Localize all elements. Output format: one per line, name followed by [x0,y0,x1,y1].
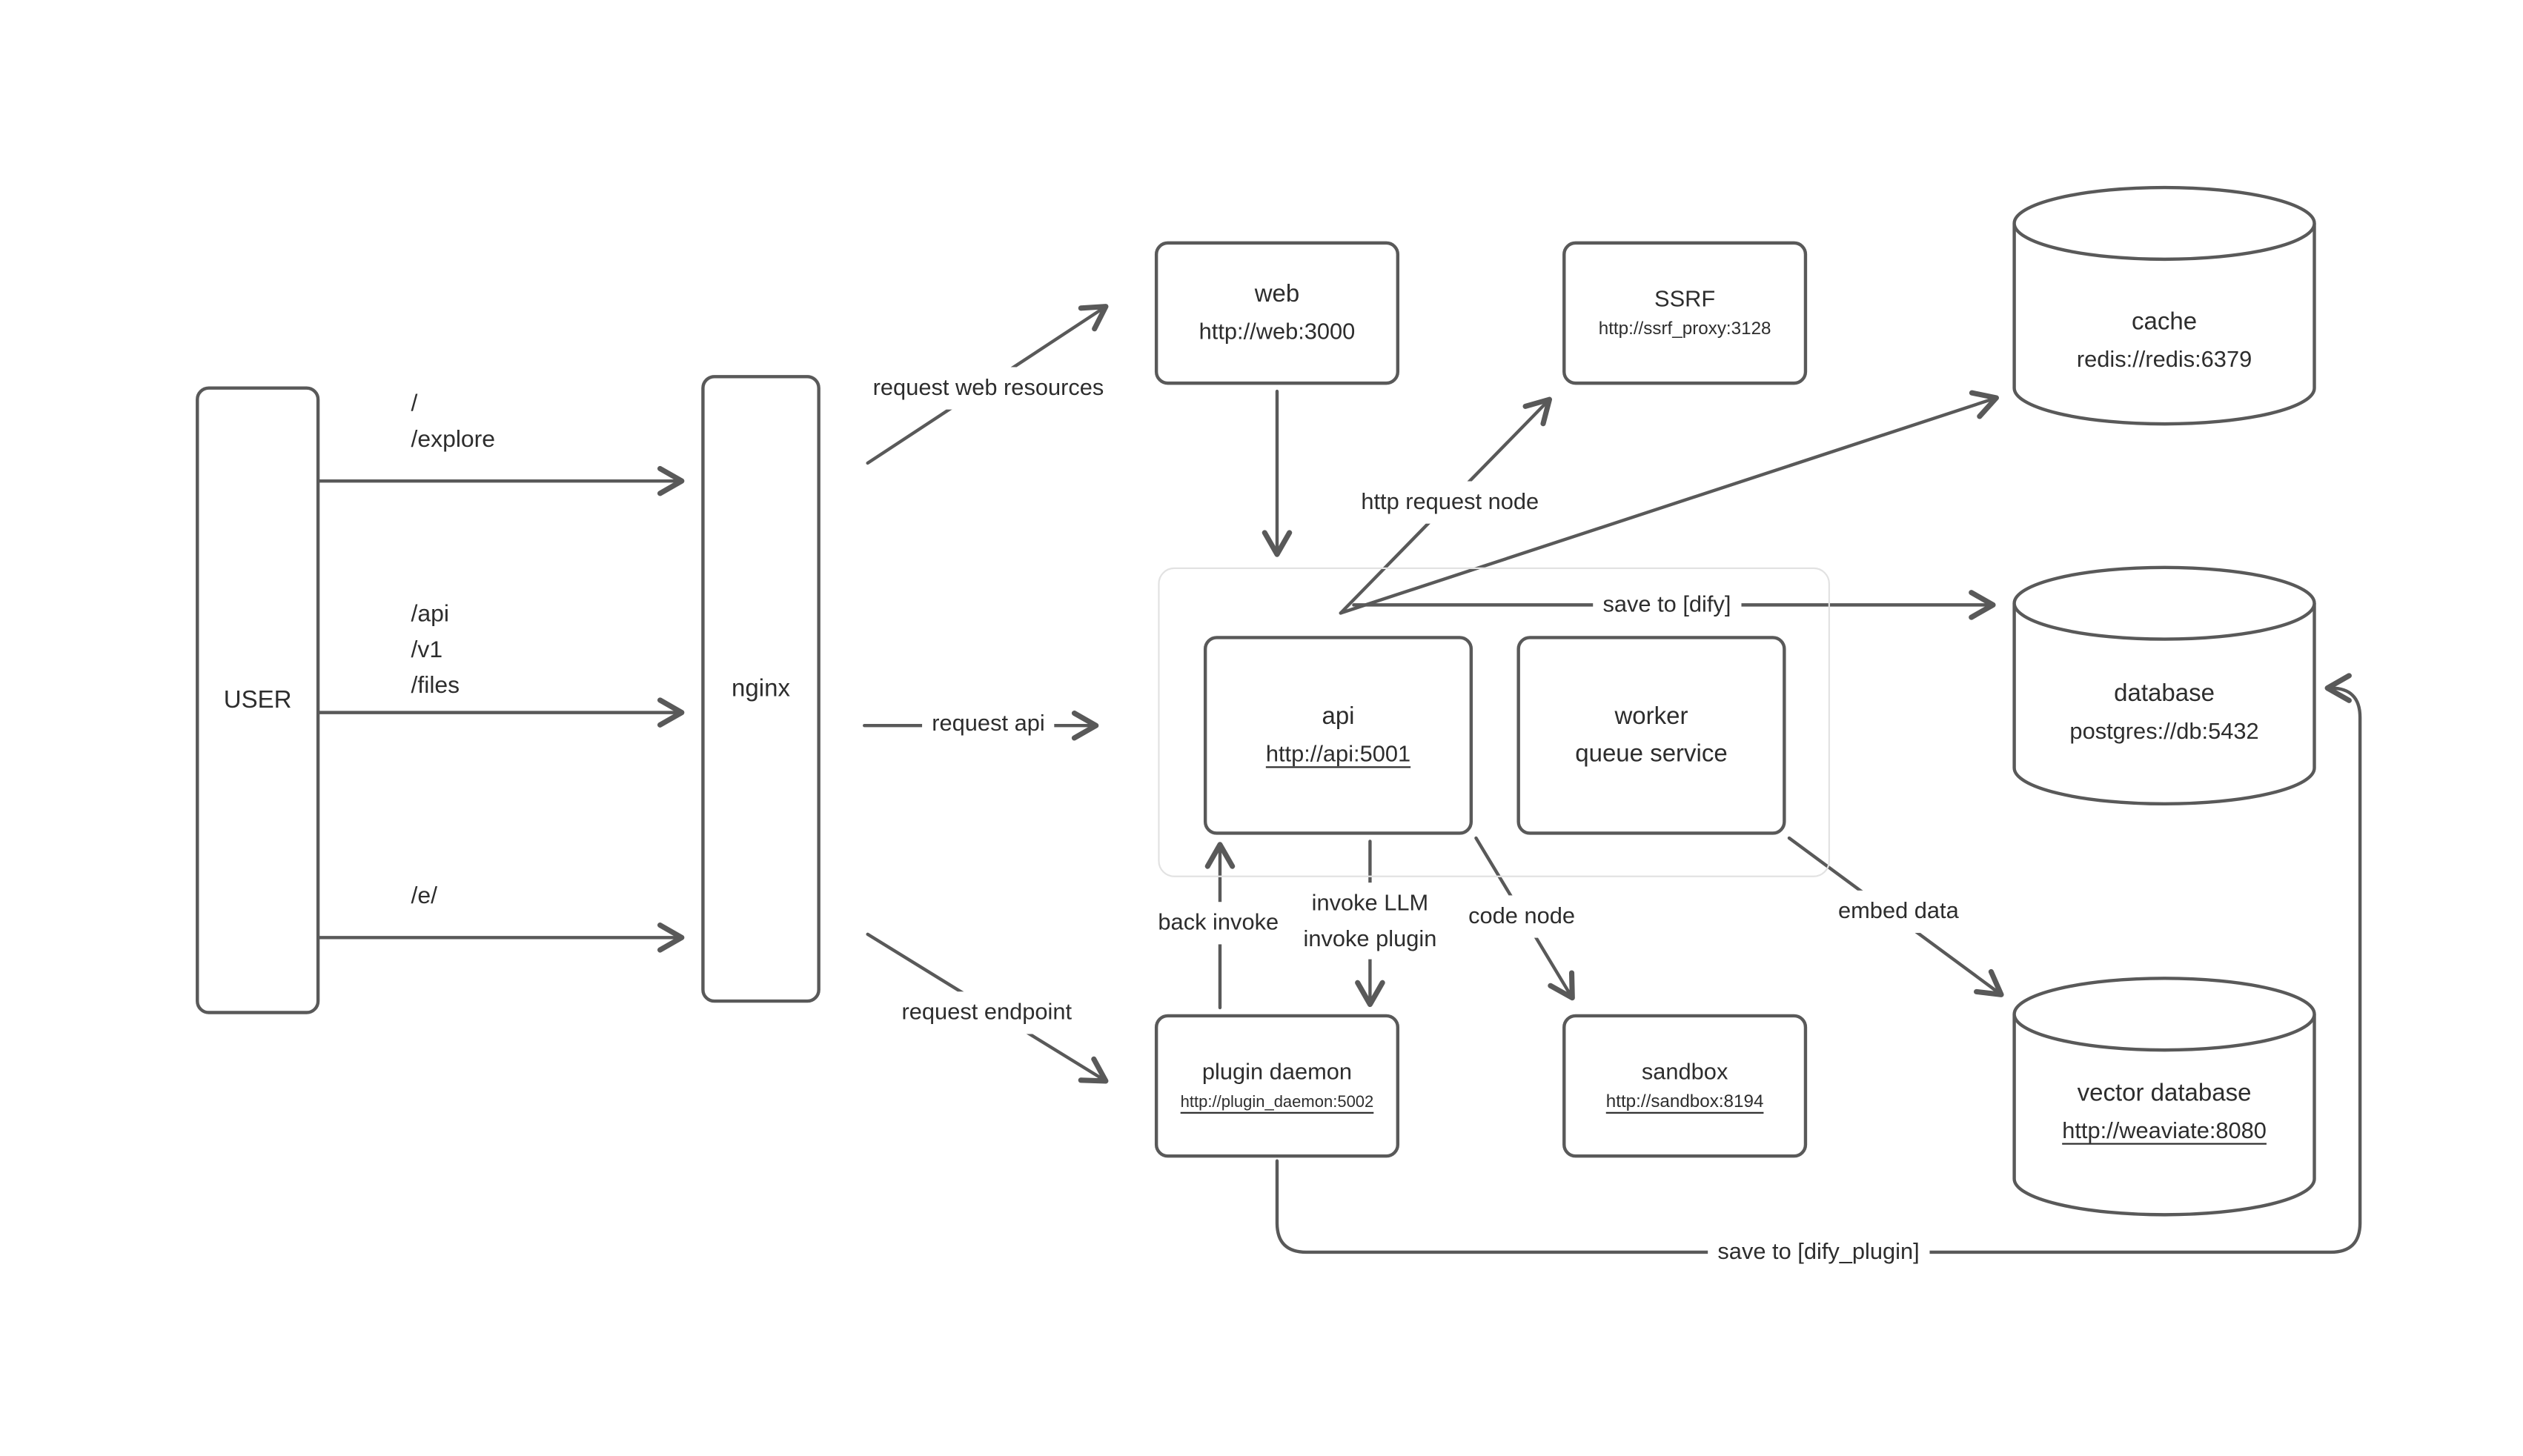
cache-node: cache redis://redis:6379 [1985,308,2344,373]
edge-label-user-e-path: /e/ [411,883,438,910]
edge-label-invoke: invoke LLM invoke plugin [1293,882,1447,960]
database-url: postgres://db:5432 [2069,717,2259,744]
edge-api-cache [1339,390,1999,615]
user-node: USER [196,386,320,1014]
cache-title: cache [2132,308,2198,336]
plugin-daemon-node: plugin daemon http://plugin_daemon:5002 [1154,1014,1400,1158]
edge-label-save-dify: save to [dify] [1593,584,1741,626]
cache-cylinder-body [2012,223,2316,426]
edge-label-http-request-node: http request node [1351,481,1549,524]
edge-label-back-invoke: back invoke [1148,902,1289,944]
edge-label-user-web-paths: / /explore [411,391,496,453]
worker-subtitle: queue service [1575,739,1728,768]
edge-label-save-dify-plugin: save to [dify_plugin] [1708,1231,1929,1274]
sandbox-url: http://sandbox:8194 [1605,1092,1764,1113]
user-label: USER [223,685,292,714]
ssrf-url: http://ssrf_proxy:3128 [1598,319,1771,340]
edge-plugin-database [1275,673,2362,1254]
nginx-label: nginx [732,674,790,702]
edge-label-embed-data: embed data [1828,890,1969,933]
sandbox-title: sandbox [1641,1057,1728,1084]
edge-label-request-web: request web resources [863,367,1114,409]
api-title: api [1322,702,1355,731]
api-worker-group [1158,567,1830,877]
database-cylinder-body [2012,603,2316,806]
database-cylinder-top [2012,565,2316,641]
plugin-daemon-url: http://plugin_daemon:5002 [1180,1094,1374,1112]
ssrf-node: SSRF http://ssrf_proxy:3128 [1562,241,1808,385]
database-title: database [2114,679,2215,708]
vector-database-node: vector database http://weaviate:8080 [1985,1080,2344,1145]
api-node: api http://api:5001 [1203,636,1473,835]
plugin-daemon-title: plugin daemon [1201,1058,1353,1085]
vector-database-url: http://weaviate:8080 [2062,1117,2267,1143]
web-node: web http://web:3000 [1154,241,1400,385]
nginx-node: nginx [701,375,820,1003]
worker-node: worker queue service [1516,636,1786,835]
edge-label-code-node: code node [1458,895,1585,937]
worker-title: worker [1614,702,1688,730]
ssrf-title: SSRF [1654,284,1716,311]
cache-cylinder-top [2012,185,2316,262]
vector-database-title: vector database [2077,1079,2252,1108]
vector-database-cylinder-top [2012,977,2316,1052]
database-node: database postgres://db:5432 [1985,680,2344,745]
edge-label-request-api: request api [922,702,1055,745]
vector-database-cylinder-body [2012,1014,2316,1217]
cache-url: redis://redis:6379 [2076,345,2252,372]
web-url: http://web:3000 [1198,318,1356,345]
sandbox-node: sandbox http://sandbox:8194 [1562,1014,1808,1158]
edge-label-user-api-paths: /api /v1 /files [411,601,460,699]
web-title: web [1254,280,1300,309]
api-url: http://api:5001 [1265,740,1411,767]
edge-label-request-endpoint: request endpoint [892,991,1082,1034]
